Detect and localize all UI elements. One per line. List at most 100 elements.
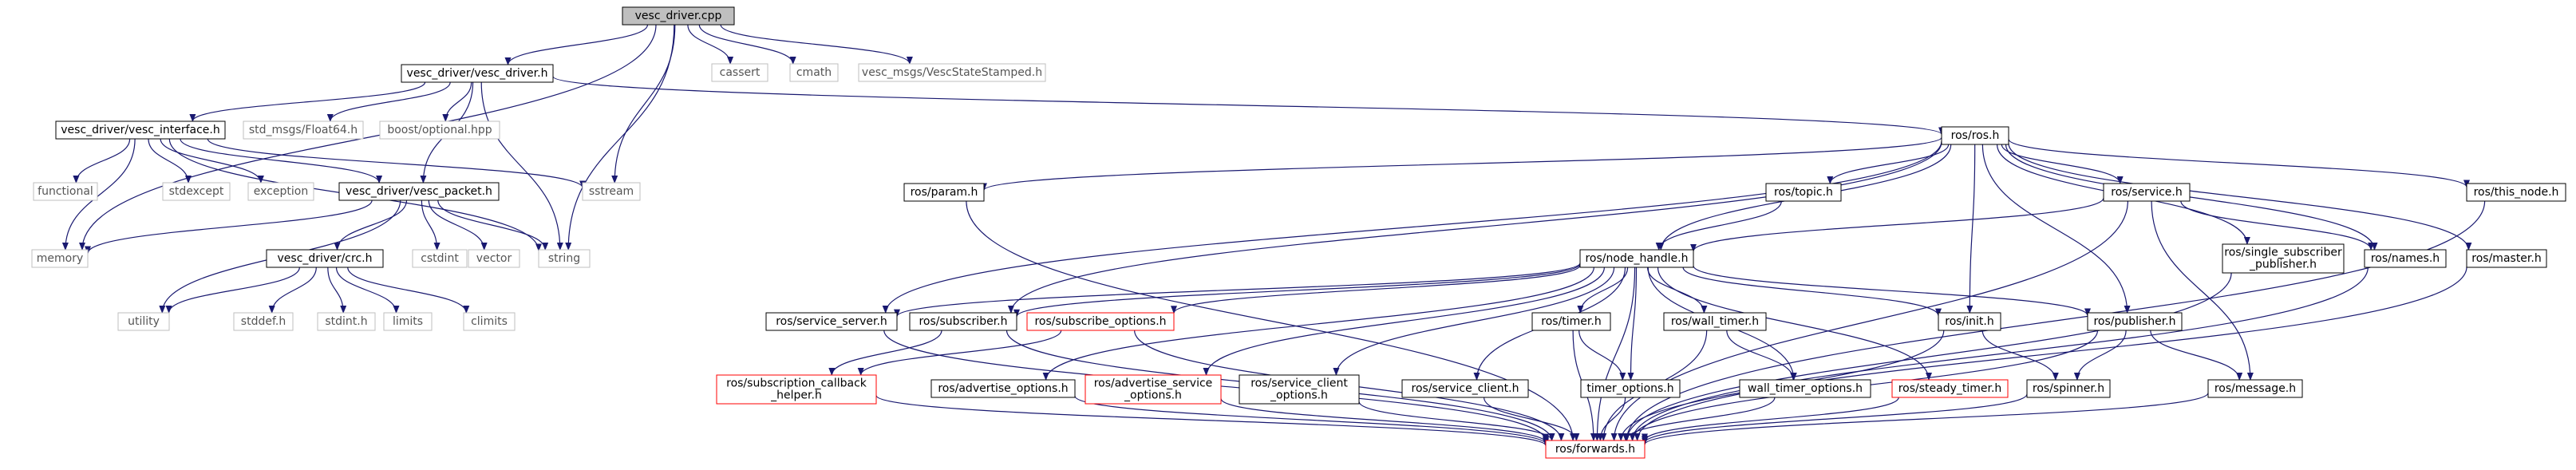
node-label-vesc_state_stamped: vesc_msgs/VescStateStamped.h xyxy=(862,66,1042,79)
node-service_h[interactable]: ros/service.h xyxy=(2103,183,2191,202)
edge-crc_h-to-stdint_h xyxy=(327,267,347,314)
node-label-crc_h: vesc_driver/crc.h xyxy=(278,252,373,265)
node-message_h[interactable]: ros/message.h xyxy=(2207,379,2303,398)
node-box-service_client_options_h xyxy=(1239,374,1360,405)
node-label-subscribe_options_h: ros/subscribe_options.h xyxy=(1034,315,1166,328)
node-box-steady_timer_h xyxy=(1891,379,2009,398)
node-string: string xyxy=(538,249,591,268)
edge-vesc_driver_cpp-to-vesc_state_stamped xyxy=(720,24,913,65)
node-box-vesc_driver_h xyxy=(401,64,554,83)
edge-node_handle_h-to-service_server_h xyxy=(894,263,1581,318)
edge-topic_h-to-node_handle_h xyxy=(1655,200,1782,251)
node-box-service_h xyxy=(2103,183,2191,202)
node-advertise_options_h[interactable]: ros/advertise_options.h xyxy=(930,379,1076,398)
node-box-vesc_driver_cpp xyxy=(622,6,735,26)
node-names_h[interactable]: ros/names.h xyxy=(2364,249,2447,268)
node-timer_options_h[interactable]: timer_options.h xyxy=(1580,379,1681,398)
node-label-names_h: ros/names.h xyxy=(2371,252,2440,265)
edge-timer_h-to-timer_options_h xyxy=(1578,330,1626,381)
node-param_h[interactable]: ros/param.h xyxy=(903,183,985,202)
edge-service_client_options_h-to-forwards_h xyxy=(1358,401,1555,441)
node-box-timer_options_h xyxy=(1580,379,1681,398)
edge-service_h-to-node_handle_h xyxy=(1690,197,2104,252)
node-service_client_options_h[interactable]: ros/service_client_options.h xyxy=(1239,374,1360,405)
node-label-float64_h: std_msgs/Float64.h xyxy=(249,124,358,136)
node-box-subscribe_options_h xyxy=(1026,312,1175,331)
node-box-vector xyxy=(468,249,520,268)
node-box-message_h xyxy=(2207,379,2303,398)
node-this_node_h[interactable]: ros/this_node.h xyxy=(2466,183,2566,202)
edge-node_handle_h-to-forwards_h xyxy=(1594,267,1636,441)
node-crc_h[interactable]: vesc_driver/crc.h xyxy=(266,249,384,268)
node-label-subscription_callback_helper_h-line1: ros/subscription_callback xyxy=(726,377,867,390)
node-label-spinner_h: ros/spinner.h xyxy=(2033,382,2104,395)
edge-vesc_interface_h-to-vesc_packet_h xyxy=(180,138,383,184)
node-label-vesc_driver_cpp: vesc_driver.cpp xyxy=(635,10,722,22)
node-label-forwards_h: ros/forwards.h xyxy=(1555,443,1635,456)
node-init_h[interactable]: ros/init.h xyxy=(1938,312,2001,331)
edge-advertise_options_h-to-forwards_h xyxy=(1074,395,1549,445)
node-subscription_callback_helper_h[interactable]: ros/subscription_callback_helper.h xyxy=(716,374,877,405)
node-steady_timer_h[interactable]: ros/steady_timer.h xyxy=(1891,379,2009,398)
node-service_server_h[interactable]: ros/service_server.h xyxy=(765,312,898,331)
node-vesc_packet_h[interactable]: vesc_driver/vesc_packet.h xyxy=(338,182,500,201)
dependency-edges xyxy=(61,24,2486,447)
node-label-param_h: ros/param.h xyxy=(911,186,978,199)
edge-ros_h-to-master_h xyxy=(2008,143,2472,251)
node-box-init_h xyxy=(1938,312,2001,331)
node-node_handle_h[interactable]: ros/node_handle.h xyxy=(1579,249,1694,268)
node-label-limits: limits xyxy=(393,315,423,328)
node-label-sstream: sstream xyxy=(589,185,634,198)
node-box-forwards_h xyxy=(1545,440,1646,459)
node-label-init_h: ros/init.h xyxy=(1945,315,1994,328)
node-box-master_h xyxy=(2466,249,2547,268)
node-spinner_h[interactable]: ros/spinner.h xyxy=(2026,379,2111,398)
node-label-stdexcept: stdexcept xyxy=(169,185,224,198)
node-publisher_h[interactable]: ros/publisher.h xyxy=(2087,312,2183,331)
node-memory: memory xyxy=(31,249,89,268)
node-wall_timer_options_h[interactable]: wall_timer_options.h xyxy=(1739,379,1871,398)
node-box-sstream xyxy=(582,182,641,201)
node-label-service_h: ros/service.h xyxy=(2111,186,2183,199)
edge-vesc_interface_h-to-exception xyxy=(160,138,264,184)
node-vesc_driver_h[interactable]: vesc_driver/vesc_driver.h xyxy=(401,64,554,83)
edge-crc_h-to-limits xyxy=(335,267,400,314)
node-wall_timer_h[interactable]: ros/wall_timer.h xyxy=(1663,312,1767,331)
node-timer_h[interactable]: ros/timer.h xyxy=(1531,312,1611,331)
edge-node_handle_h-to-subscriber_h xyxy=(1013,263,1581,318)
node-optional_hpp: boost/optional.hpp xyxy=(379,120,500,140)
node-service_client_h[interactable]: ros/service_client.h xyxy=(1401,379,1529,398)
node-vesc_interface_h[interactable]: vesc_driver/vesc_interface.h xyxy=(55,120,226,140)
node-box-wall_timer_h xyxy=(1663,312,1767,331)
node-label-utility: utility xyxy=(128,315,160,328)
node-box-vesc_interface_h xyxy=(55,120,226,140)
node-label-single_subscriber_publisher_h-line2: _publisher.h xyxy=(2249,259,2317,271)
node-climits: climits xyxy=(463,312,516,331)
edge-node_handle_h-to-advertise_options_h xyxy=(1042,267,1594,381)
node-topic_h[interactable]: ros/topic.h xyxy=(1765,183,1842,202)
edge-wall_timer_h-to-wall_timer_options_h xyxy=(1726,330,1797,381)
node-ros_h[interactable]: ros/ros.h xyxy=(1941,126,2009,145)
node-subscriber_h[interactable]: ros/subscriber.h xyxy=(909,312,1017,331)
node-subscribe_options_h[interactable]: ros/subscribe_options.h xyxy=(1026,312,1175,331)
node-box-crc_h xyxy=(266,249,384,268)
node-vesc_driver_cpp: vesc_driver.cpp xyxy=(622,6,735,26)
node-label-cstdint: cstdint xyxy=(421,252,459,265)
node-single_subscriber_publisher_h[interactable]: ros/single_subscriber_publisher.h xyxy=(2222,243,2345,274)
node-box-ros_h xyxy=(1941,126,2009,145)
node-advertise_service_options_h[interactable]: ros/advertise_service_options.h xyxy=(1085,374,1222,405)
node-master_h[interactable]: ros/master.h xyxy=(2466,249,2547,268)
node-label-topic_h: ros/topic.h xyxy=(1774,186,1833,199)
node-label-subscriber_h: ros/subscriber.h xyxy=(919,315,1007,328)
edge-vesc_driver_cpp-to-cassert xyxy=(687,24,734,65)
edge-ros_h-to-this_node_h xyxy=(2008,139,2470,188)
edge-service_h-to-names_h xyxy=(2180,200,2375,251)
node-label-service_server_h: ros/service_server.h xyxy=(776,315,887,328)
edge-vesc_driver_h-to-vesc_interface_h xyxy=(189,81,426,122)
node-box-topic_h xyxy=(1765,183,1842,202)
edge-single_subscriber_publisher_h-to-forwards_h xyxy=(1623,272,2232,441)
node-forwards_h[interactable]: ros/forwards.h xyxy=(1545,440,1646,459)
edge-ros_h-to-param_h xyxy=(981,136,1942,192)
node-label-service_client_options_h-line1: ros/service_client xyxy=(1250,377,1348,390)
